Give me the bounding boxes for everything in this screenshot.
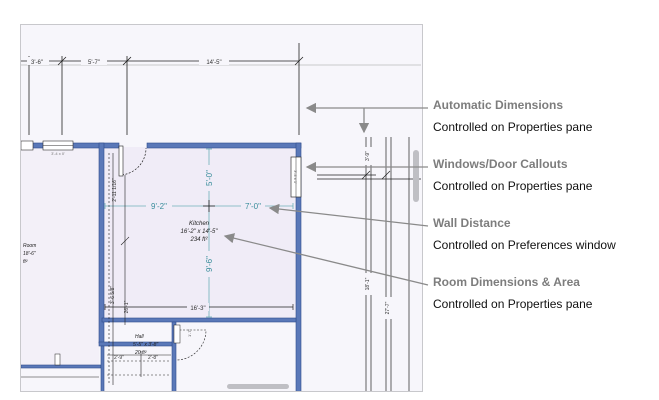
left-room-fill[interactable] (21, 147, 99, 367)
top-dim-1: 3'-6" (31, 60, 43, 66)
wall-distance-up: 5'-0" (205, 170, 214, 186)
callout-title-wall-distance: Wall Distance (433, 216, 511, 230)
door-top[interactable] (118, 145, 147, 177)
callout-title-room-dimensions: Room Dimensions & Area (433, 275, 580, 289)
left-room-name: Room (23, 243, 36, 249)
window-tag-top: 3'-4 x 0' (51, 151, 65, 156)
kitchen-name: Kitchen (189, 221, 210, 227)
hall-area[interactable] (173, 324, 207, 361)
right-vert-dim-3: 27'-7" (385, 301, 391, 314)
floor-plan-drawing: 3'-6" 5'-7" 14'-5" 3'-4 x 0' (21, 43, 421, 391)
hall-dimensions (107, 351, 171, 377)
hall-size: 5'-5" x 3'-8" (133, 342, 158, 348)
left-vert-dim-1: 2'-11 1/16" (112, 178, 118, 202)
kitchen-area: 234 ft² (189, 237, 208, 243)
vertical-scrollbar[interactable] (413, 150, 419, 202)
windows-top[interactable] (21, 140, 74, 151)
top-dimension-lines (21, 43, 421, 135)
cursor-crosshair-icon (203, 200, 215, 212)
wall-distance-right: 7'-0" (245, 202, 261, 211)
left-room-size: 18'-6" (23, 251, 36, 257)
top-dim-2: 5'-7" (88, 60, 100, 66)
top-dim-3: 14'-5" (206, 60, 221, 66)
hall-dim-2: 2'-8" (148, 355, 158, 361)
door-note: 1'-7" (187, 328, 192, 337)
wall-distance-down: 9'-6" (205, 256, 214, 272)
kitchen-bottom-dim: 16'-3" (190, 306, 205, 312)
right-vertical-dimensions (317, 137, 421, 391)
window-right[interactable] (290, 156, 302, 198)
callout-desc-window-door-callouts: Controlled on Properties pane (433, 179, 593, 193)
callout-desc-wall-distance: Controlled on Preferences window (433, 238, 616, 252)
window-tag-right: 3'-4 x 1' (293, 170, 298, 184)
callout-desc-room-dimensions: Controlled on Properties pane (433, 297, 593, 311)
callout-title-window-door-callouts: Windows/Door Callouts (433, 157, 568, 171)
hall-dim-1: 2'-9" (114, 355, 124, 361)
callout-desc-automatic-dimensions: Controlled on Properties pane (433, 120, 593, 134)
left-vertical-dimensions (108, 153, 130, 385)
kitchen-size: 16'-2" x 14'-5" (181, 229, 219, 235)
hall-name: Hall (135, 334, 145, 340)
horizontal-scrollbar[interactable] (227, 384, 289, 389)
plan-detail-marks (21, 353, 99, 378)
hall-area-label: 20 ft² (134, 350, 147, 356)
right-vert-dim-1: 3'-9" (365, 151, 371, 161)
kitchen-room-fill[interactable] (102, 147, 296, 321)
callout-title-automatic-dimensions: Automatic Dimensions (433, 98, 564, 112)
floor-plan-canvas[interactable]: 3'-6" 5'-7" 14'-5" 3'-4 x 0' (20, 24, 423, 392)
left-room-extra: ft² (23, 259, 28, 265)
left-vert-dim-2: 3'-6 5/8" (110, 286, 116, 305)
wall-distance-left: 9'-2" (151, 202, 167, 211)
right-vert-dim-2: 18'-1" (365, 277, 371, 290)
left-vert-dim-3: 26'-1" (124, 300, 130, 313)
